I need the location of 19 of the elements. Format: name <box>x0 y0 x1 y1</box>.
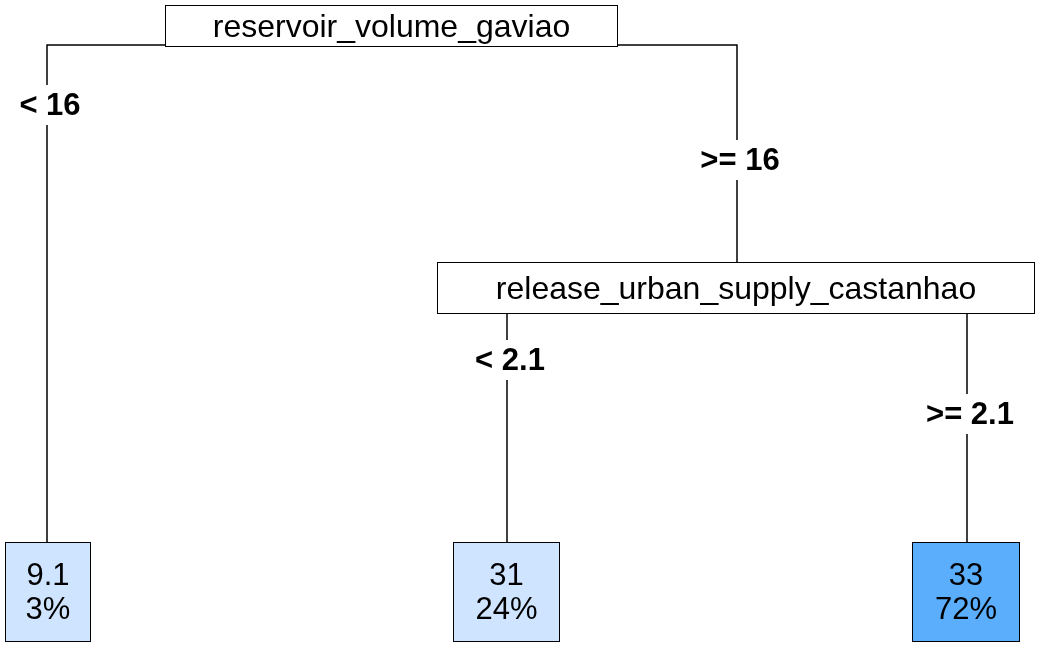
connector-line <box>617 44 738 263</box>
split-variable: reservoir_volume_gaviao <box>212 10 571 42</box>
leaf-percent: 24% <box>475 592 538 627</box>
leaf-box <box>912 542 1020 642</box>
edge-label: >= 2.1 <box>926 394 1014 434</box>
leaf-box <box>5 542 91 642</box>
leaf-percent: 3% <box>25 592 71 627</box>
leaf-value: 33 <box>948 557 984 592</box>
leaf-value: 9.1 <box>26 557 70 592</box>
leaf-value: 31 <box>489 557 524 592</box>
split-box <box>437 262 1035 314</box>
edge-label: < 2.1 <box>475 340 545 380</box>
split-variable: release_urban_supply_castanhao <box>495 272 977 304</box>
leaf-percent: 72% <box>934 592 997 627</box>
split-box <box>165 5 618 47</box>
connector-line <box>46 44 166 543</box>
edge-label: < 16 <box>19 85 81 125</box>
leaf-box <box>453 542 560 642</box>
edge-label: >= 16 <box>700 140 780 180</box>
